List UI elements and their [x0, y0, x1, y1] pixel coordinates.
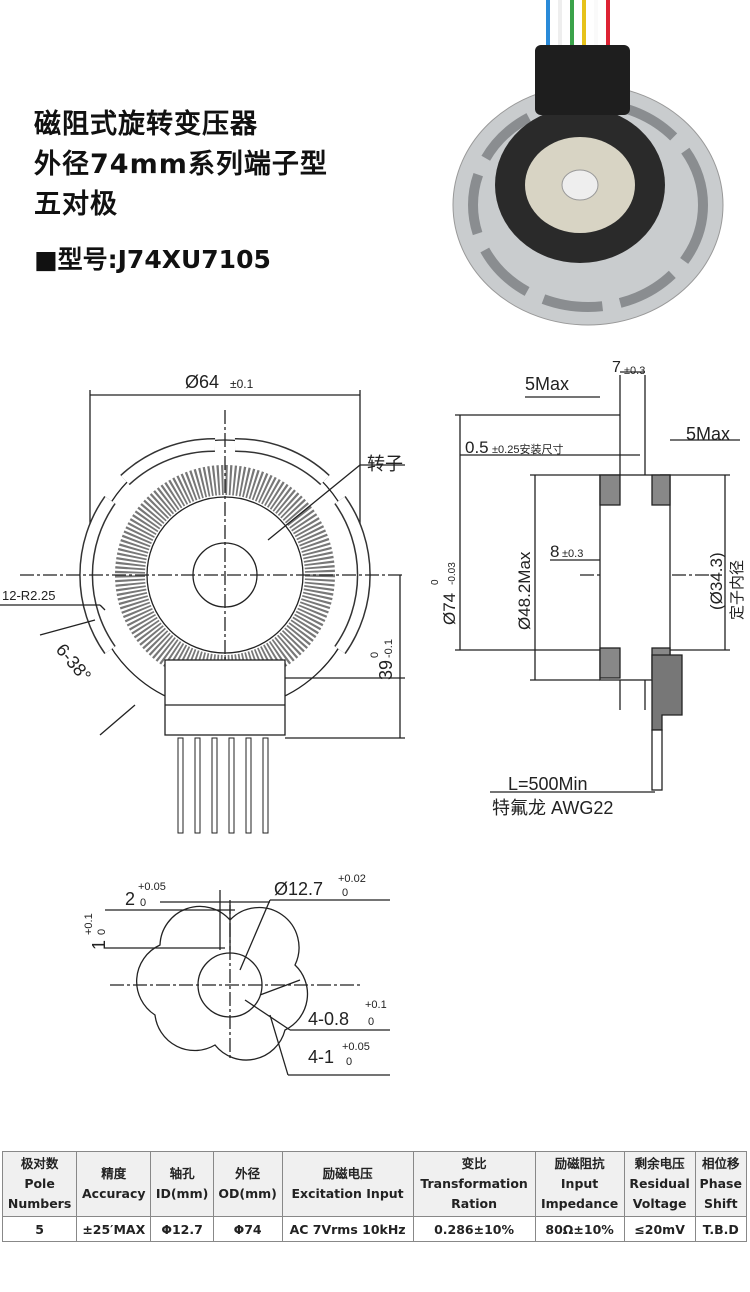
thick: 7 [612, 360, 621, 376]
d1-up: +0.1 [83, 913, 95, 935]
slot-dim: 12-R2.25 [2, 588, 55, 603]
bore-dim: Ø12.7 [274, 879, 323, 899]
od-tol: ±0.1 [230, 377, 254, 391]
mount-tol: ±0.25安装尺寸 [492, 442, 563, 456]
cell-pole: 5 [1, 1216, 78, 1242]
d2-up: +0.05 [138, 881, 166, 893]
lead-length: L=500Min [508, 774, 588, 794]
keyway1-up: +0.1 [365, 999, 387, 1011]
title-line-3: 五对极 [34, 189, 118, 220]
model-number: ■型号:J74XU7105 [34, 245, 271, 274]
cell-residual: ≤20mV [623, 1216, 696, 1242]
keyway1-dim: 4-0.8 [308, 1009, 349, 1029]
stator-id: (Ø34.3) [707, 552, 726, 610]
terminal-pins [177, 737, 269, 834]
cell-phase: T.B.D [694, 1216, 748, 1242]
stator-label: 定子内径 [729, 560, 746, 620]
front-view-drawing: Ø64 ±0.1 转子 12-R2.25 6-38° 39 0 -0.1 [0, 372, 405, 834]
od-dim: Ø64 [185, 372, 219, 392]
angle-dim: 6-38° [52, 640, 95, 686]
max5b: 5Max [686, 424, 730, 444]
cell-id: Φ12.7 [150, 1216, 214, 1242]
cell-excitation: AC 7Vrms 10kHz [281, 1216, 414, 1242]
d1-low: 0 [96, 929, 108, 935]
keyway2-up: +0.05 [342, 1041, 370, 1053]
height-dim: 39 [376, 660, 396, 680]
d2-low: 0 [140, 897, 146, 909]
product-photo [452, 0, 724, 326]
cell-od: Φ74 [212, 1216, 283, 1242]
rotor-label: 转子 [367, 454, 403, 474]
w8-tol: ±0.3 [562, 548, 583, 560]
bore-up: +0.02 [338, 873, 366, 885]
od-tol-up: 0 [430, 579, 441, 585]
max5a: 5Max [525, 374, 569, 394]
od-dim: Ø74 [440, 593, 459, 625]
cell-ratio: 0.286±10% [412, 1216, 536, 1242]
od-tol-low: -0.03 [447, 562, 458, 585]
table-row: 5 ±25′MAX Φ12.7 Φ74 AC 7Vrms 10kHz 0.286… [1, 1216, 748, 1242]
rotor-drawing: 2 +0.05 0 1 +0.1 0 Ø12.7 +0.02 0 4-0.8 +… [83, 873, 390, 1076]
h48-dim: Ø48.2Max [515, 551, 534, 630]
d1-dim: 1 [89, 940, 109, 950]
bore-low: 0 [342, 887, 348, 899]
keyway2-dim: 4-1 [308, 1047, 334, 1067]
d2-dim: 2 [125, 889, 135, 909]
title-line-1: 磁阻式旋转变压器 [34, 109, 258, 140]
title-line-2: 外径74mm系列端子型 [34, 149, 328, 180]
side-view-drawing: 5Max 7 ±0.3 5Max 0.5 ±0.25安装尺寸 Ø74 0 -0.… [430, 360, 746, 818]
mount-dim: 0.5 [465, 438, 489, 457]
w8-dim: 8 [550, 542, 559, 561]
height-tol-low: -0.1 [383, 639, 395, 658]
wire-type: 特氟龙 AWG22 [492, 798, 613, 818]
keyway1-low: 0 [368, 1016, 374, 1028]
thick-tol: ±0.3 [624, 365, 645, 377]
cell-impedance: 80Ω±10% [534, 1216, 625, 1242]
height-tol-up: 0 [369, 652, 381, 658]
cell-accuracy: ±25′MAX [76, 1216, 152, 1242]
keyway2-low: 0 [346, 1056, 352, 1068]
